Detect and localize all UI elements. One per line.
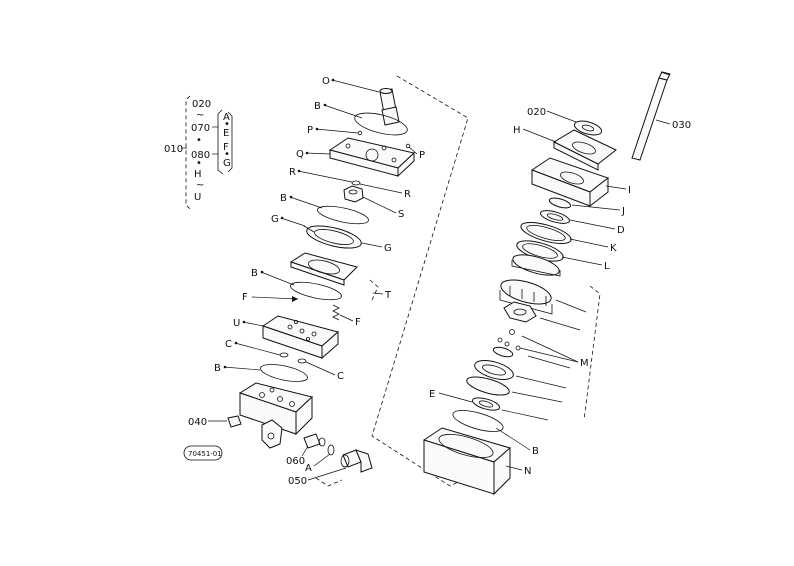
label-G-2: G: [384, 243, 392, 254]
part-ring-1: [466, 376, 510, 396]
part-050-plug: [340, 449, 373, 473]
legend-sep-1: ~: [196, 110, 204, 121]
label-B-5: B: [532, 446, 539, 457]
legend-sep-2: ~: [196, 180, 204, 191]
label-J: J: [621, 206, 625, 217]
label-P-1: P: [307, 125, 313, 136]
part-housing: [238, 382, 314, 449]
legend-dot-4: •: [224, 149, 230, 160]
part-E-ring: [471, 397, 501, 411]
part-N-case: [422, 427, 512, 496]
label-O: O: [322, 76, 330, 87]
label-B-4: B: [214, 363, 221, 374]
legend-G: G: [223, 158, 231, 169]
right-stack: 030 020 H I J: [422, 71, 691, 496]
label-Q: Q: [296, 149, 304, 160]
label-P-2: P: [419, 150, 425, 161]
label-F-2: F: [355, 317, 361, 328]
part-inner-gear: [503, 301, 537, 323]
part-P-pin-2: [405, 143, 411, 149]
label-R-2: R: [404, 189, 411, 200]
label-040: 040: [188, 417, 207, 428]
label-S: S: [398, 209, 404, 220]
label-R-1: R: [289, 167, 296, 178]
part-D-ring: [540, 210, 570, 224]
legend-dot-1: •: [196, 135, 202, 146]
label-030: 030: [672, 120, 691, 131]
part-M-small-parts: [492, 329, 521, 358]
left-stack: O B P P Q R R: [183, 76, 425, 487]
label-N: N: [524, 466, 531, 477]
label-E: E: [429, 389, 435, 400]
part-U-valve-block: [261, 315, 340, 360]
part-H-plate: [552, 129, 617, 171]
part-L-ring: [516, 240, 564, 262]
label-I: I: [628, 185, 631, 196]
part-A-washer: [327, 444, 335, 456]
part-B-gasket-1: [354, 112, 408, 136]
part-rotor-disc: [474, 360, 514, 380]
legend-E: E: [223, 128, 229, 139]
label-M: M: [580, 358, 589, 369]
part-J-washer: [548, 197, 572, 209]
label-L: L: [604, 261, 610, 272]
legend-U: U: [194, 192, 201, 203]
part-030-shaft: [631, 71, 671, 161]
label-H: H: [513, 125, 521, 136]
part-G-seal-ring: [303, 225, 362, 249]
part-K-ring: [520, 221, 572, 245]
part-040-plug: [227, 415, 242, 428]
label-050: 050: [288, 476, 307, 487]
leader-ticks: [501, 299, 587, 421]
part-B-gasket-2: [317, 205, 369, 225]
label-020-right: 020: [527, 107, 546, 118]
label-060: 060: [286, 456, 305, 467]
label-K: K: [610, 243, 617, 254]
part-060-fitting: [303, 433, 326, 449]
legend-F: F: [223, 142, 229, 153]
label-B-2: B: [280, 193, 287, 204]
drawing-stamp: [183, 445, 223, 461]
part-P-pin-1: [357, 130, 363, 136]
legend-070: 070: [191, 123, 210, 134]
label-U: U: [233, 318, 240, 329]
label-B-1: B: [314, 101, 321, 112]
label-C-2: C: [337, 371, 344, 382]
part-S-nut: [343, 185, 364, 203]
drawing-stamp-text: 70451-01: [188, 450, 222, 458]
legend-A: A: [223, 112, 230, 123]
label-D: D: [617, 225, 625, 236]
legend-dot-3: •: [224, 119, 230, 130]
part-B-gasket-3: [290, 281, 342, 301]
legend-dot-2: •: [196, 158, 202, 169]
label-B-3: B: [251, 268, 258, 279]
parts-legend: 010 020 ~ 070 • 080 • H ~ U A • E F • G: [164, 95, 233, 211]
label-T: T: [384, 290, 392, 301]
assembly-frame: [371, 75, 469, 487]
part-F-spring: [332, 304, 340, 321]
legend-020: 020: [192, 99, 211, 110]
legend-010: 010: [164, 144, 183, 155]
part-C-oring-2: [297, 358, 307, 364]
part-B-gasket-5: [452, 410, 504, 432]
legend-H: H: [194, 169, 202, 180]
part-R-washer: [351, 180, 361, 186]
label-G-1: G: [271, 214, 279, 225]
part-I-cover: [530, 157, 610, 208]
label-F-1: F: [242, 292, 248, 303]
legend-080: 080: [191, 150, 210, 161]
part-B-gasket-4: [260, 364, 308, 382]
label-A: A: [305, 463, 312, 474]
part-T-plate: [289, 252, 358, 286]
part-pump-disc: [511, 254, 561, 277]
label-C-1: C: [225, 339, 232, 350]
part-Q-cover-plate: [328, 137, 416, 178]
part-020-seal: [573, 120, 603, 136]
part-O-fitting: [379, 88, 400, 126]
part-C-oring-1: [279, 352, 289, 358]
